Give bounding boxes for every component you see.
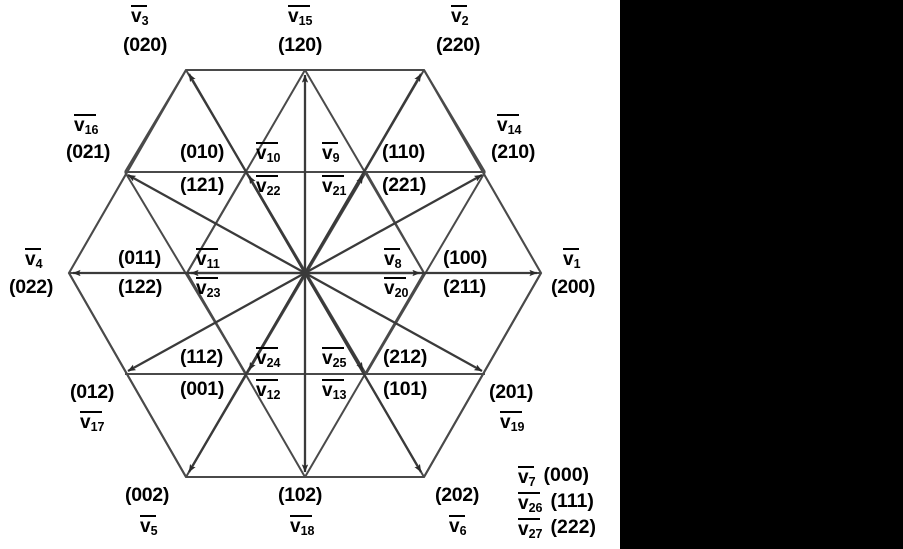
label-state-012: (012) (70, 381, 115, 403)
legend-row-0: v7 (000) (518, 464, 596, 489)
label-state-221: (221) (382, 174, 427, 196)
label-v21: v21 (322, 175, 347, 198)
label-state-211: (211) (443, 276, 486, 298)
label-state-020: (020) (123, 34, 168, 56)
legend-row-1: v26 (111) (518, 490, 596, 515)
label-state-010: (010) (180, 141, 225, 163)
label-v6: v6 (449, 515, 467, 538)
label-state-122: (122) (118, 276, 163, 298)
vector-v17 (127, 271, 306, 373)
label-state-001: (001) (180, 378, 225, 400)
label-state-200: (200) (551, 276, 596, 298)
label-state-110: (110) (382, 141, 425, 163)
label-v4: v4 (25, 248, 43, 271)
label-state-202: (202) (435, 484, 480, 506)
legend-state-2: (222) (550, 516, 597, 538)
label-state-011: (011) (118, 247, 161, 269)
label-state-210: (210) (491, 141, 536, 163)
label-v16: v16 (74, 114, 99, 137)
space-vector-hexagon-graphic (67, 68, 543, 479)
label-state-201: (201) (489, 381, 534, 403)
label-v24: v24 (256, 347, 281, 370)
legend-vector-name-0: v7 (518, 466, 536, 489)
label-v18: v18 (290, 515, 315, 538)
label-v10: v10 (256, 142, 281, 165)
label-v20: v20 (384, 277, 409, 300)
vector-v10 (248, 175, 306, 274)
legend-vector-name-1: v26 (518, 492, 543, 515)
vector-v14 (304, 173, 483, 275)
legend-state-1: (111) (550, 490, 594, 512)
diagram-canvas: v3 (020) v15 (120) v2 (220) v16 (021) v1… (0, 0, 620, 549)
inner-vectors (190, 175, 421, 371)
label-v11: v11 (196, 248, 220, 271)
label-v19: v19 (500, 411, 525, 434)
label-state-121: (121) (180, 174, 225, 196)
label-state-002: (002) (125, 484, 170, 506)
label-v5: v5 (140, 515, 158, 538)
vector-v13 (304, 272, 364, 371)
label-v12: v12 (256, 379, 281, 402)
label-state-112: (112) (180, 346, 223, 368)
label-state-101: (101) (383, 378, 428, 400)
label-state-120: (120) (278, 34, 323, 56)
label-state-100: (100) (443, 247, 488, 269)
label-v3: v3 (131, 5, 149, 28)
label-v25: v25 (322, 347, 347, 370)
label-state-212: (212) (383, 346, 428, 368)
label-v9: v9 (322, 142, 340, 165)
label-v14: v14 (497, 114, 522, 137)
vector-v12 (248, 272, 306, 371)
label-state-021: (021) (66, 141, 111, 163)
label-v13: v13 (322, 379, 347, 402)
legend-row-2: v27 (222) (518, 516, 597, 541)
label-v15: v15 (288, 5, 313, 28)
label-state-102: (102) (278, 484, 323, 506)
mid-vectors (127, 74, 483, 473)
zero-vector-legend: v7 (000) v26 (111) v27 (222) (518, 464, 596, 542)
label-state-022: (022) (9, 276, 54, 298)
label-v22: v22 (256, 175, 281, 198)
legend-state-0: (000) (543, 464, 590, 486)
legend-vector-name-2: v27 (518, 518, 543, 541)
label-v8: v8 (384, 248, 402, 271)
label-v17: v17 (80, 411, 105, 434)
label-v23: v23 (196, 277, 221, 300)
label-state-220: (220) (436, 34, 481, 56)
label-v2: v2 (451, 5, 469, 28)
vector-v19 (304, 271, 483, 373)
vector-v9 (304, 175, 364, 274)
vector-v16 (127, 173, 306, 275)
label-v1: v1 (563, 248, 581, 271)
